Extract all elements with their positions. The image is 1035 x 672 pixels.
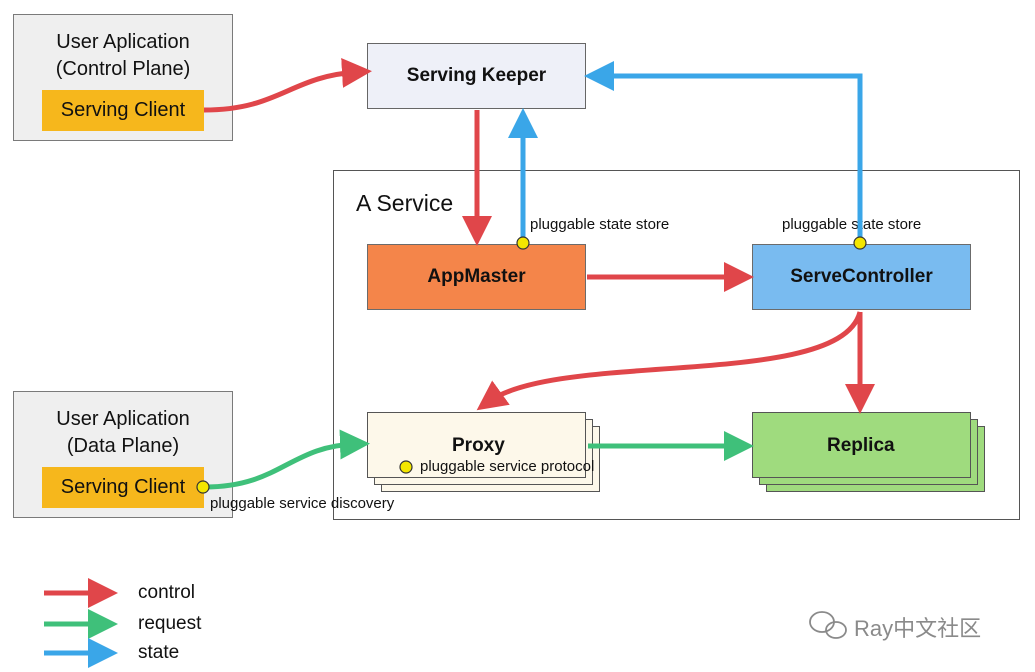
user-app-data-subtitle: (Data Plane) (66, 435, 180, 457)
service-title: A Service (356, 190, 454, 216)
serving-client-data: Serving Client (42, 467, 204, 508)
appmaster-state-store-label: pluggable state store (530, 216, 670, 233)
proxy-service-protocol-label: pluggable service protocol (420, 458, 595, 475)
serving-client-control: Serving Client (42, 90, 204, 131)
user-app-control-subtitle: (Control Plane) (55, 58, 191, 80)
watermark: Ray中文社区 (854, 616, 982, 641)
wechat-icon (809, 611, 847, 639)
legend-request-label: request (138, 613, 202, 634)
user-app-control-title: User Aplication (56, 31, 190, 53)
serving-keeper: Serving Keeper (367, 43, 586, 109)
user-app-data-title: User Aplication (56, 408, 190, 430)
service-discovery-label: pluggable service discovery (210, 495, 395, 512)
replica-label: Replica (827, 435, 895, 456)
servecontroller-state-store-label: pluggable state store (782, 216, 922, 233)
proxy-label: Proxy (452, 435, 505, 456)
serve-controller: ServeController (752, 244, 971, 310)
appmaster: AppMaster (367, 244, 586, 310)
legend-control-label: control (138, 582, 196, 603)
legend-state-label: state (138, 642, 180, 663)
